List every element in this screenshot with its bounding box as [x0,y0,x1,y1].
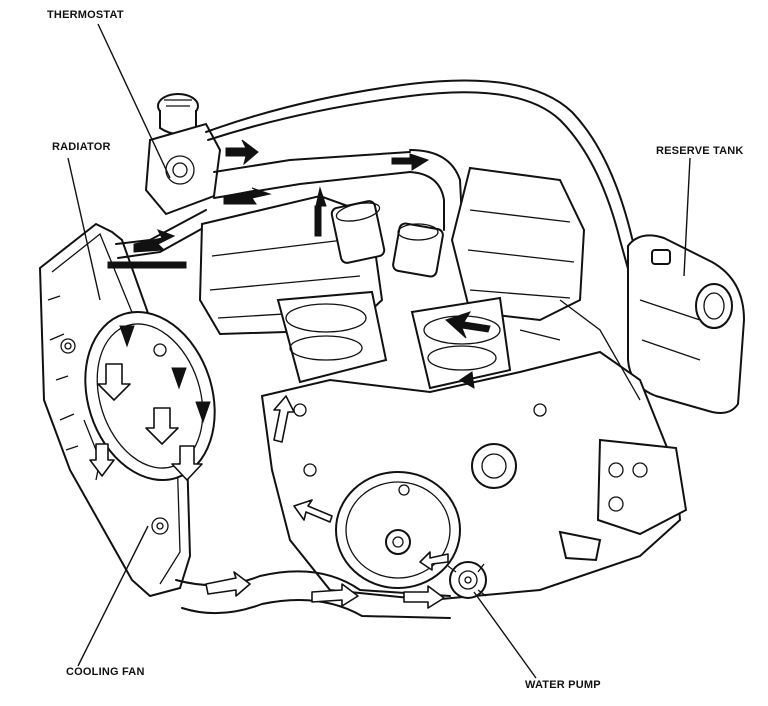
crankcase [260,299,688,602]
flow-arrows-cool [89,363,449,609]
flow-arrows-hot [107,139,491,424]
reserve-tank [627,234,746,414]
thermostat-housing [144,93,222,216]
leader-lines [67,23,691,679]
engine-block [198,166,586,336]
cylinders [276,290,512,390]
water-pump-label: WATER PUMP [525,679,601,691]
cooling-fan-label: COOLING FAN [66,666,145,678]
radiator-label: RADIATOR [52,141,111,153]
cooling-fan [84,310,216,482]
water-pump [447,561,487,599]
lower-hose [175,570,451,619]
thermostat-label: THERMOSTAT [47,9,124,21]
upper-hoses [115,79,653,313]
reserve-tank-label: RESERVE TANK [656,145,744,157]
